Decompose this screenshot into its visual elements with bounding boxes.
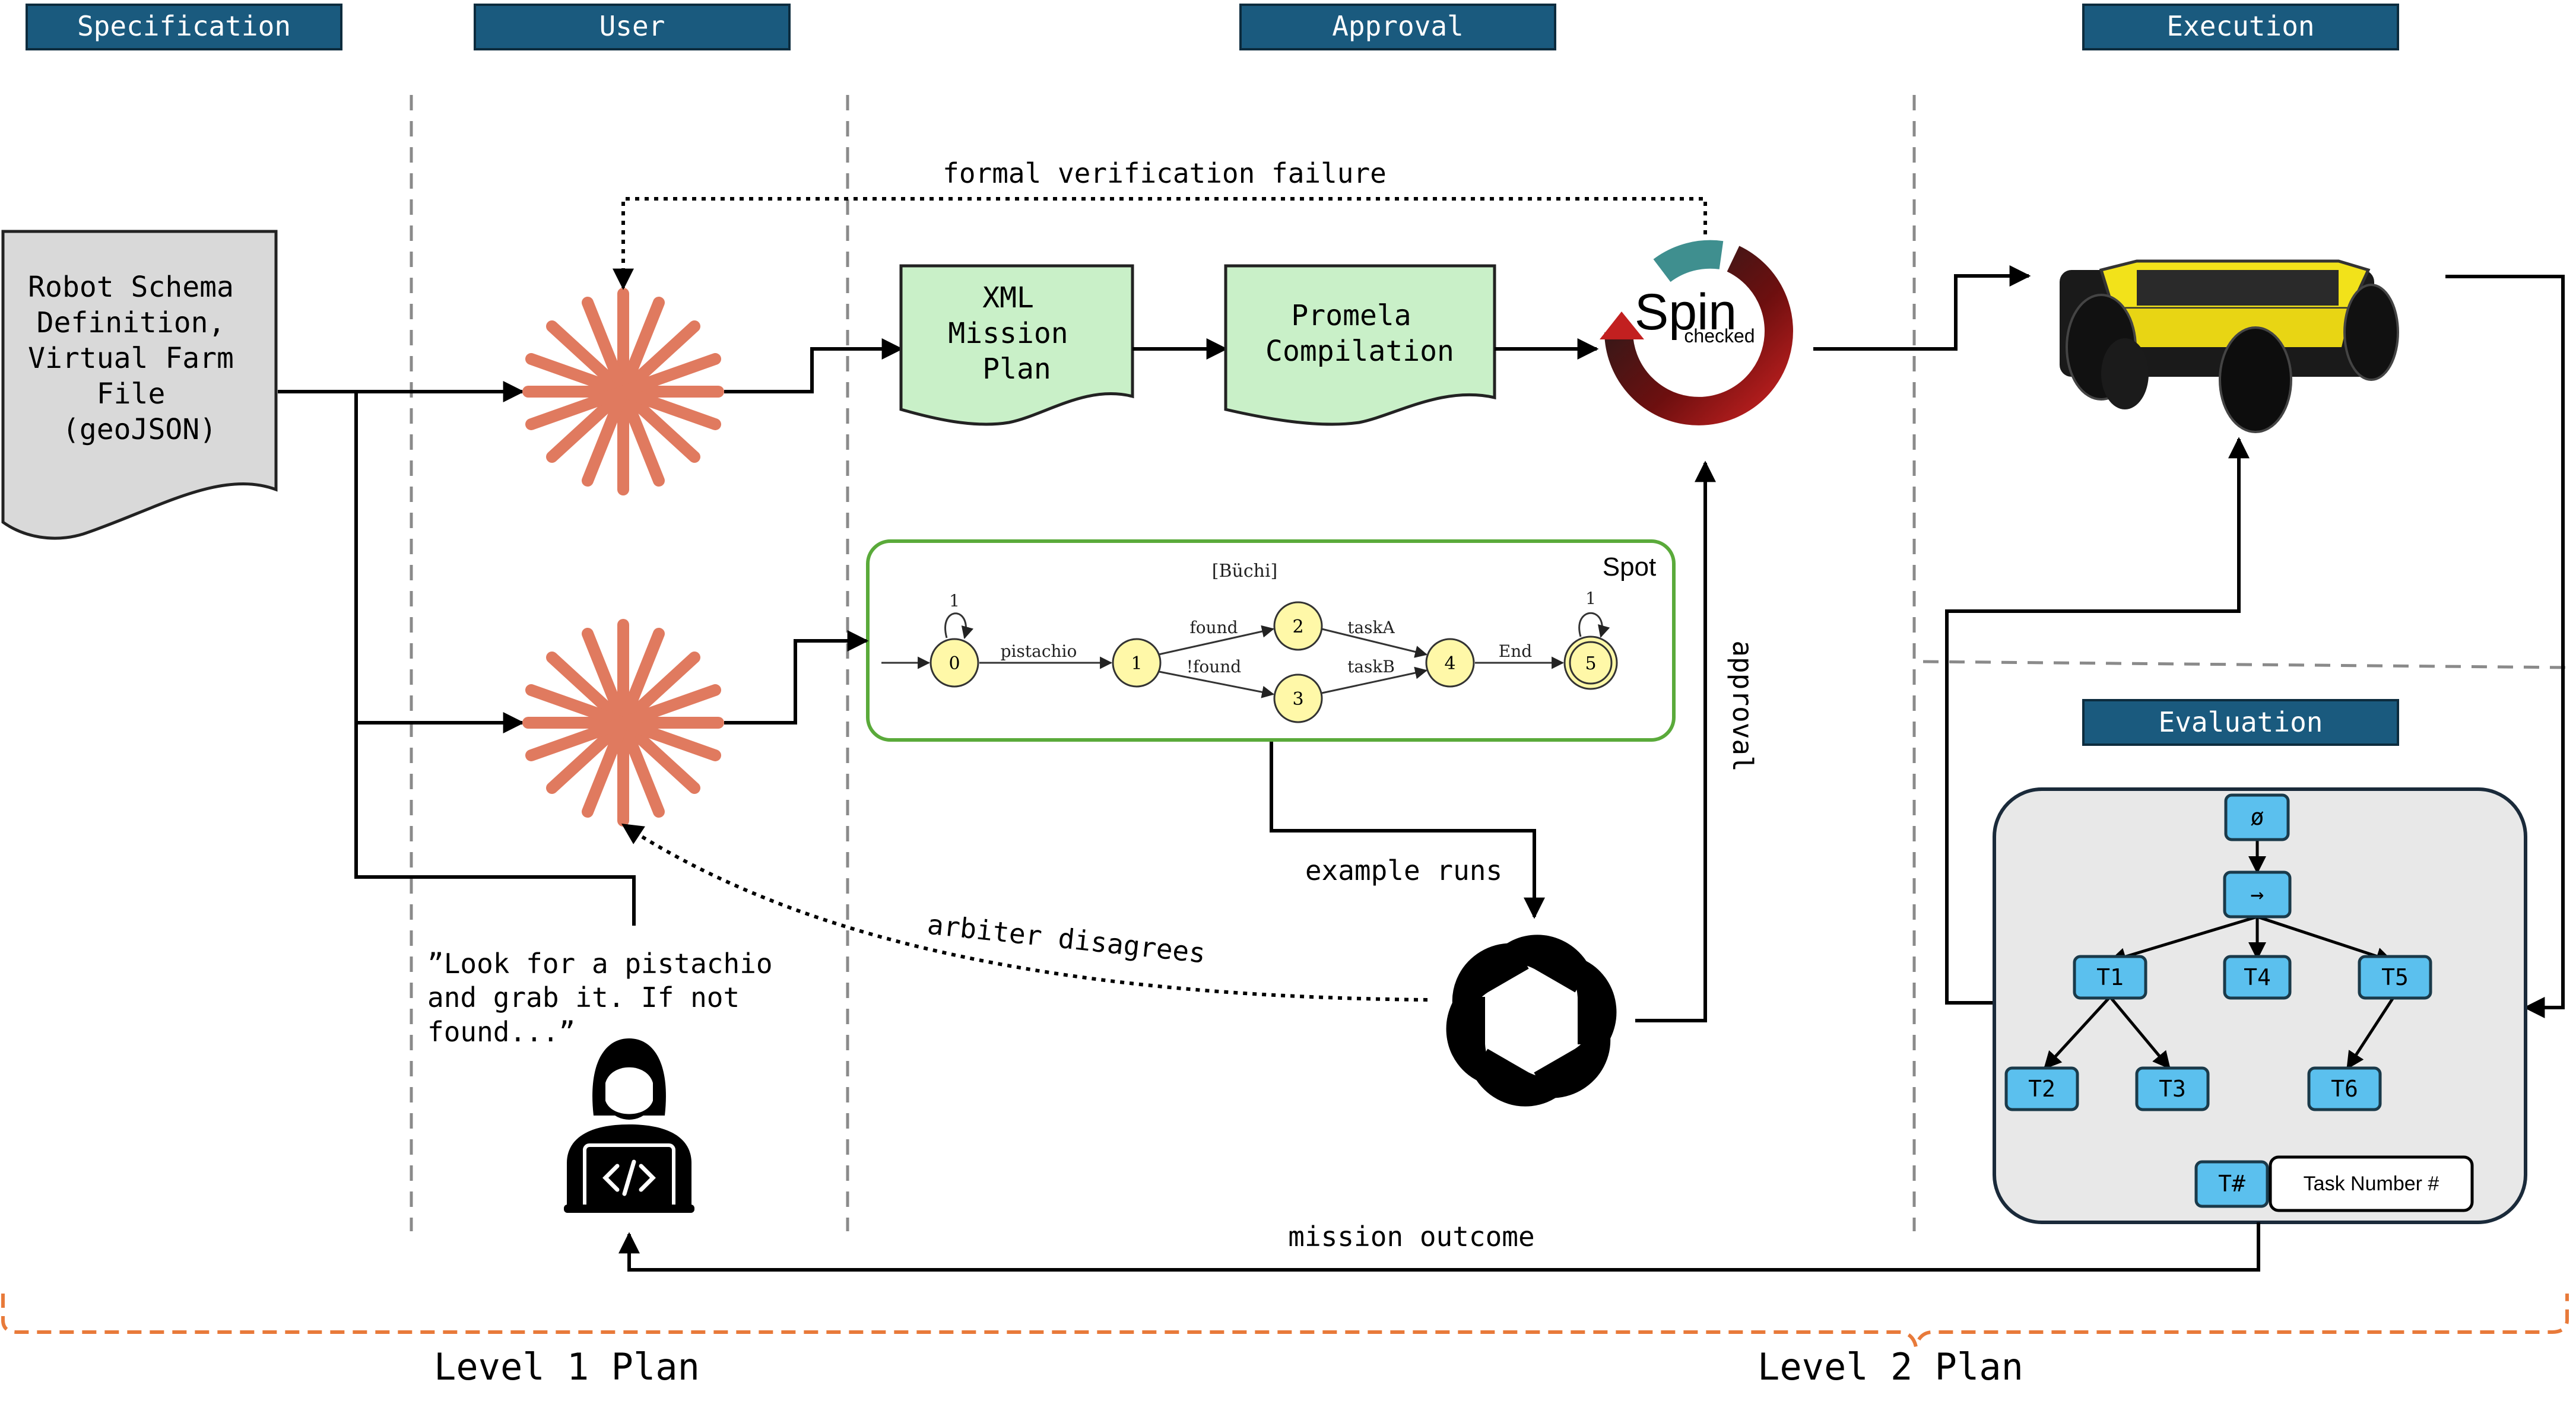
header-approval: Approval: [1239, 4, 1556, 50]
svg-text:XML Mission Plan: XML Mission Plan: [948, 281, 1085, 386]
svg-text:T5: T5: [2381, 964, 2409, 990]
mission-outcome-flow: mission outcome: [618, 1221, 2260, 1272]
svg-text:arbiter disagrees: arbiter disagrees: [926, 908, 1207, 970]
svg-text:mission outcome: mission outcome: [1288, 1221, 1534, 1253]
legend-key: [2194, 1160, 2269, 1208]
user-instruction-quote: ”Look for a pistachio and grab it. If no…: [427, 948, 789, 1048]
arrow-robot-to-evaluation: [2445, 275, 2565, 1018]
approval-flow: approval: [1635, 460, 1759, 1022]
xml-mission-plan-box: XML Mission Plan: [899, 264, 1134, 426]
robot-husky-icon: [2060, 259, 2399, 433]
evaluation-panel: ø → T1 T4 T5 T2 T3 T6 T# Task Number #: [1993, 787, 2527, 1224]
svg-text:1: 1: [1131, 653, 1142, 674]
tree-node-root: [2224, 793, 2290, 841]
arrow-star-to-spot: [724, 630, 869, 725]
arrow-evaluation-to-robot: [1945, 437, 2250, 1005]
svg-text:example runs: example runs: [1305, 854, 1502, 886]
llm-star-bottom-icon: [528, 625, 718, 821]
svg-text:T4: T4: [2244, 964, 2271, 990]
svg-text:Promela Compilation: Promela Compilation: [1265, 299, 1454, 368]
tree-node-t2: [2004, 1066, 2079, 1111]
legend-label-box: [2269, 1155, 2474, 1212]
svg-text:T1: T1: [2096, 964, 2124, 990]
formal-failure-loop: formal verification failure: [613, 157, 1707, 290]
svg-text:1: 1: [949, 591, 960, 611]
spec-connectors: [278, 381, 636, 926]
svg-text:T3: T3: [2159, 1076, 2186, 1102]
svg-text:taskB: taskB: [1347, 657, 1395, 676]
tree-node-t3: [2135, 1066, 2210, 1111]
svg-text:Approval: Approval: [1332, 10, 1464, 42]
svg-text:Spin: Spin: [1635, 284, 1737, 341]
tree-node-t5: [2358, 955, 2432, 1000]
llm-star-top-icon: [528, 294, 718, 490]
developer-user-icon: [564, 1038, 694, 1213]
svg-text:formal verification failure: formal verification failure: [943, 157, 1387, 189]
header-specification: Specification: [26, 4, 342, 50]
svg-text:”Look for a pistachio an: ”Look for a pistachio and grab it. If no…: [427, 948, 789, 1048]
header-user: User: [474, 4, 791, 50]
svg-text:Evaluation: Evaluation: [2159, 706, 2323, 738]
header-execution: Execution: [2082, 4, 2399, 50]
svg-text:[Büchi]: [Büchi]: [1212, 561, 1278, 582]
arrow-star-to-xml: [724, 338, 903, 393]
svg-text:5: 5: [1585, 653, 1596, 674]
svg-text:pistachio: pistachio: [1001, 641, 1077, 661]
promela-compilation-box: Promela Compilation: [1224, 264, 1496, 426]
svg-text:3: 3: [1292, 689, 1303, 710]
svg-text:Execution: Execution: [2166, 10, 2314, 42]
svg-text:4: 4: [1444, 653, 1455, 674]
svg-text:Task Number #: Task Number #: [2304, 1172, 2439, 1195]
svg-text:Specification: Specification: [77, 10, 291, 42]
svg-text:T#: T#: [2218, 1171, 2245, 1197]
tree-node-t1: [2073, 955, 2147, 1000]
svg-text:Spot: Spot: [1603, 552, 1657, 582]
svg-text:T2: T2: [2028, 1076, 2055, 1102]
arrow-spin-to-robot: [1813, 265, 2031, 351]
example-runs-flow: example runs: [1270, 742, 1545, 919]
svg-text:2: 2: [1292, 617, 1303, 637]
openai-logo-icon: [1446, 935, 1617, 1107]
svg-text:found: found: [1189, 618, 1238, 637]
tree-node-t6: [2307, 1066, 2382, 1111]
svg-text:0: 0: [948, 653, 960, 674]
tree-node-t4: [2223, 955, 2292, 1000]
spec-document: Robot Schema Definition, Virtual Farm Fi…: [1, 230, 278, 540]
level-braces: [1, 1294, 2569, 1348]
column-dividers: [410, 95, 2571, 1231]
svg-text:Robot Schema Definition,: Robot Schema Definition, Virtual Farm Fi…: [28, 271, 251, 446]
svg-text:→: →: [2251, 881, 2264, 907]
svg-text:!found: !found: [1187, 657, 1242, 676]
svg-text:T6: T6: [2331, 1076, 2358, 1102]
spot-automaton-box: Spot [Büchi] 0 1 2 3 4: [866, 539, 1676, 742]
spin-checked-logo: Spin checked: [1600, 240, 1793, 425]
svg-text:User: User: [599, 10, 665, 42]
level-1-label: Level 1 Plan: [434, 1345, 700, 1388]
svg-text:taskA: taskA: [1347, 618, 1395, 637]
tree-node-sequence: [2223, 870, 2292, 919]
svg-text:End: End: [1499, 641, 1532, 661]
level-2-label: Level 2 Plan: [1757, 1345, 2023, 1388]
header-evaluation: Evaluation: [2082, 699, 2399, 746]
svg-text:ø: ø: [2251, 804, 2264, 830]
svg-text:approval: approval: [1727, 640, 1759, 772]
svg-text:checked: checked: [1684, 325, 1755, 347]
svg-text:1: 1: [1585, 589, 1596, 608]
